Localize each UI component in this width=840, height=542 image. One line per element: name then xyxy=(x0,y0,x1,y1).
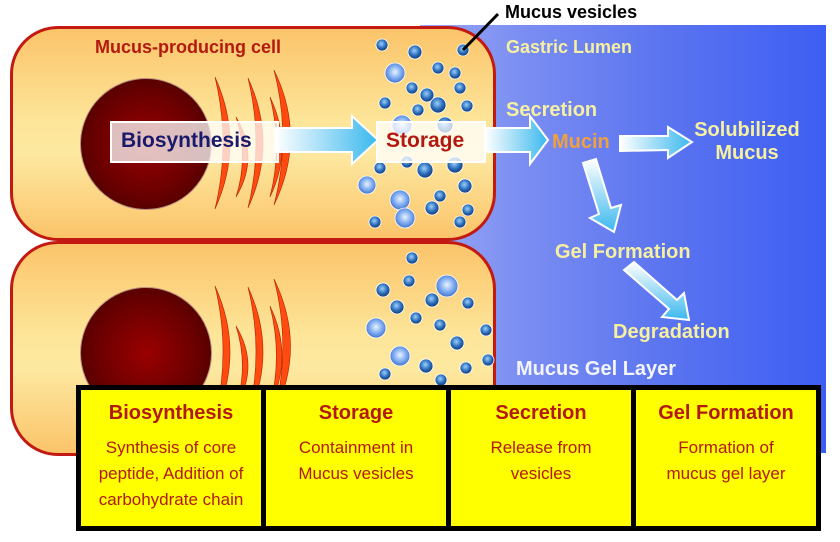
mucus-vesicle xyxy=(433,318,447,332)
solubilized-line2: Mucus xyxy=(715,142,779,164)
table-heading: Storage xyxy=(318,402,394,424)
mucus-vesicle xyxy=(373,161,387,175)
mucus-vesicle xyxy=(479,323,493,337)
cell-label: Mucus-producing cell xyxy=(95,37,282,57)
mucus-vesicle xyxy=(375,282,391,298)
mucus-vesicle xyxy=(389,189,411,211)
mucus-vesicle xyxy=(424,200,440,216)
mucus-vesicle xyxy=(405,251,419,265)
table-text: vesicles xyxy=(510,464,572,483)
mucus-vesicle xyxy=(409,311,423,325)
table-cell-storage: Storage Containment in Mucus vesicles xyxy=(266,390,446,526)
mucus-vesicle xyxy=(384,62,406,84)
mucus-vesicle xyxy=(418,358,434,374)
table-cell-biosynthesis: Biosynthesis Synthesis of core peptide, … xyxy=(81,390,261,526)
mucus-vesicle xyxy=(453,215,467,229)
mucus-vesicle xyxy=(433,189,447,203)
golgi-cisterna xyxy=(247,77,264,209)
mucus-vesicle xyxy=(368,215,382,229)
arrow-mucin-to-solubilized xyxy=(619,125,694,160)
mucus-vesicle xyxy=(394,207,416,229)
table-text: carbohydrate chain xyxy=(98,490,244,509)
storage-label: Storage xyxy=(386,129,465,152)
mucus-vesicle xyxy=(411,103,425,117)
mucus-vesicle xyxy=(448,66,462,80)
table-text: Mucus vesicles xyxy=(298,464,414,483)
mucus-vesicle xyxy=(453,81,467,95)
table-heading: Gel Formation xyxy=(658,402,794,424)
summary-table: Biosynthesis Synthesis of core peptide, … xyxy=(76,385,821,531)
arrow-biosynthesis-to-storage xyxy=(274,113,380,167)
golgi-cisterna xyxy=(214,76,231,210)
mucus-vesicle xyxy=(424,292,440,308)
mucus-vesicle xyxy=(389,299,405,315)
mucus-vesicle xyxy=(402,274,416,288)
mucus-vesicle xyxy=(405,81,419,95)
mucin-label: Mucin xyxy=(552,131,610,153)
mucus-vesicle xyxy=(378,96,392,110)
mucus-vesicle xyxy=(481,353,495,367)
gel-layer-label: Mucus Gel Layer xyxy=(516,358,677,380)
table-heading: Biosynthesis xyxy=(108,402,234,424)
mucus-vesicle xyxy=(460,99,474,113)
table-text: Synthesis of core xyxy=(105,438,237,457)
table-text: Release from xyxy=(490,438,592,457)
golgi-cisterna xyxy=(273,69,291,206)
table-text: peptide, Addition of xyxy=(98,464,244,483)
solubilized-mucus-label: Solubilized Mucus xyxy=(688,119,806,165)
mucus-vesicle xyxy=(389,345,411,367)
mucus-vesicle xyxy=(365,317,387,339)
mucus-vesicle xyxy=(461,203,475,217)
mucus-vesicle xyxy=(429,96,447,114)
mucus-vesicle xyxy=(375,38,389,52)
mucus-vesicle xyxy=(461,296,475,310)
table-heading: Secretion xyxy=(495,402,587,424)
mucus-vesicle xyxy=(431,61,445,75)
vesicles-leader-line xyxy=(461,12,500,52)
gel-formation-label: Gel Formation xyxy=(555,241,691,263)
vesicles-label: Mucus vesicles xyxy=(505,2,638,22)
arrow-storage-to-mucin xyxy=(484,113,550,167)
mucus-vesicle xyxy=(449,335,465,351)
table-cell-gel-formation: Gel Formation Formation of mucus gel lay… xyxy=(636,390,816,526)
mucus-vesicle xyxy=(416,161,434,179)
arrow-gel-to-degradation xyxy=(622,260,691,322)
biosynthesis-label: Biosynthesis xyxy=(121,129,252,152)
mucus-vesicle xyxy=(419,87,435,103)
mucus-vesicle xyxy=(357,175,377,195)
biosynthesis-box xyxy=(110,121,279,163)
table-text: mucus gel layer xyxy=(666,464,786,483)
lumen-label: Gastric Lumen xyxy=(506,37,633,57)
mucus-vesicle xyxy=(457,178,473,194)
mucus-vesicle xyxy=(378,367,392,381)
mucus-vesicle xyxy=(407,44,423,60)
table-text: Formation of xyxy=(678,438,774,457)
table-text: Containment in xyxy=(298,438,414,457)
table-cell-secretion: Secretion Release from vesicles xyxy=(451,390,631,526)
solubilized-line1: Solubilized xyxy=(694,119,800,141)
degradation-label: Degradation xyxy=(613,321,730,343)
arrow-mucin-to-gel xyxy=(581,157,623,234)
secretion-label: Secretion xyxy=(506,99,598,121)
storage-box xyxy=(376,121,486,163)
mucus-vesicle xyxy=(459,361,473,375)
mucus-vesicle xyxy=(435,274,459,298)
